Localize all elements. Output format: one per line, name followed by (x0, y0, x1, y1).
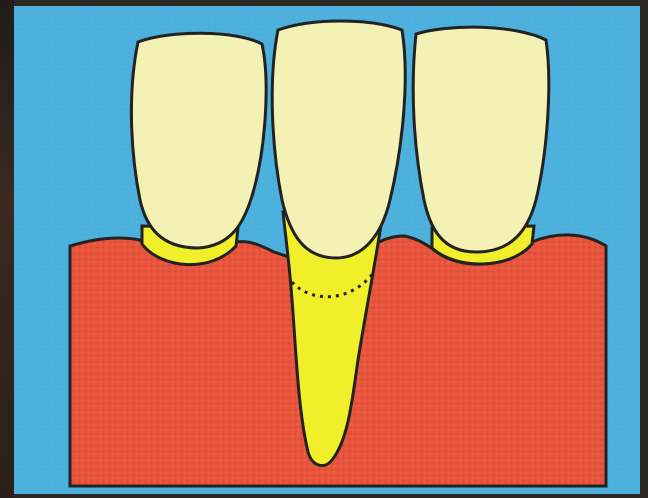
left-tooth (131, 33, 266, 248)
right-tooth (413, 27, 549, 252)
